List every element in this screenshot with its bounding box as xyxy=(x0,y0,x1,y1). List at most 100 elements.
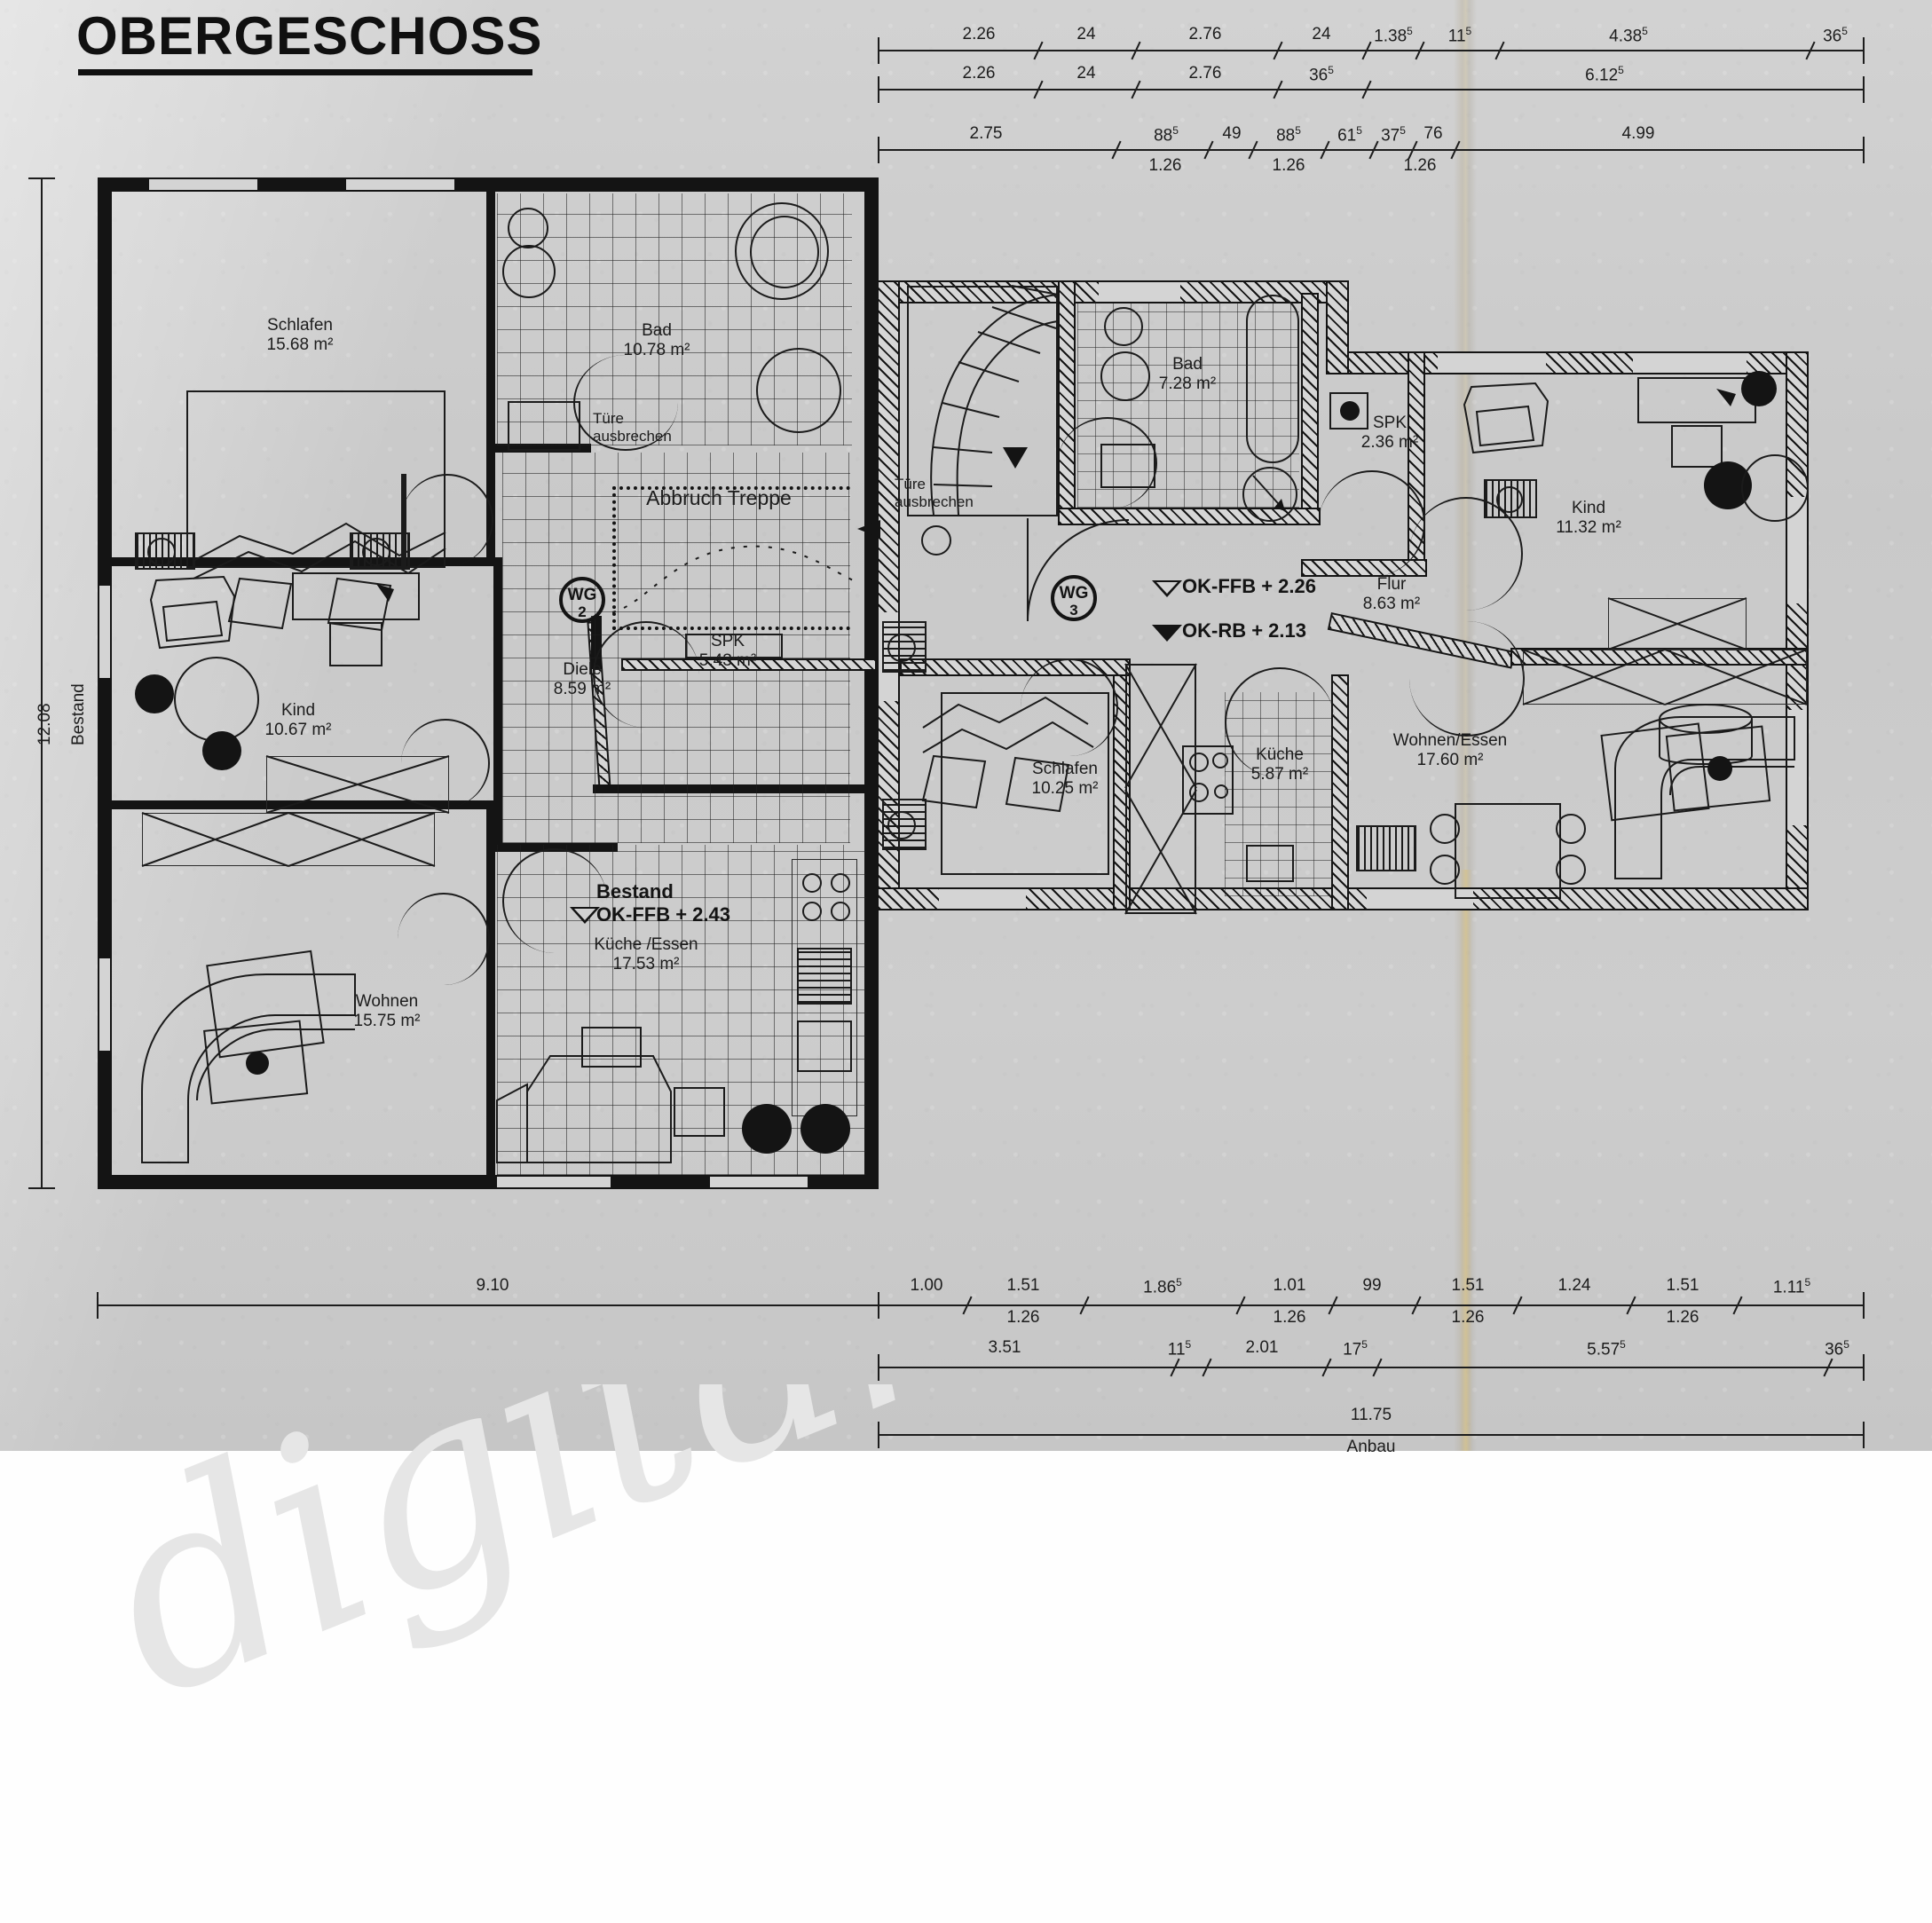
left-dimension-value: 12.08 xyxy=(35,703,54,745)
hob-right-d xyxy=(1214,784,1228,799)
demolition-stair-line-top xyxy=(612,486,850,490)
sofa-wohnen-left xyxy=(141,973,356,1163)
annotation-line-2: ausbrechen xyxy=(593,428,672,445)
annotation-line-1: Türe xyxy=(895,476,926,493)
partition-kueche-right-w xyxy=(1331,674,1349,910)
room-label-bad-left: Bad 10.78 m² xyxy=(568,321,745,361)
bottom-dim2-0: 3.51 xyxy=(988,1338,1021,1357)
bottom-dim1-sub-2: 1.26 xyxy=(1451,1308,1485,1327)
bottom-dim1-sub-1: 1.26 xyxy=(1273,1308,1306,1327)
top-dim1-3: 24 xyxy=(1312,25,1331,43)
washbasin-bad-mid xyxy=(1100,351,1150,401)
annotation-line-1: Türe xyxy=(593,410,624,427)
vanity-bad-left xyxy=(508,401,580,451)
sink-kueche-essen xyxy=(797,1021,852,1072)
top-dim1-5: 115 xyxy=(1447,25,1472,46)
hob-kueche-right xyxy=(1182,745,1234,815)
window-left-west-b xyxy=(98,958,112,1051)
partition-wohnen-east xyxy=(486,800,495,1189)
window-left-bottom-b xyxy=(710,1175,808,1189)
anbau-label: Anbau xyxy=(1346,1438,1396,1456)
top-dim1-4: 1.385 xyxy=(1374,25,1413,46)
bottom-dim2-3: 175 xyxy=(1343,1338,1368,1359)
bottom-dim2-4: 5.575 xyxy=(1587,1338,1626,1359)
window-left-top-b xyxy=(346,177,454,192)
room-area: 10.67 m² xyxy=(264,721,332,740)
top-dim1-6: 4.385 xyxy=(1609,25,1648,46)
kueche-right-tiles xyxy=(1225,692,1331,896)
stool-kind-left-b xyxy=(202,731,241,770)
stool-kueche-b xyxy=(800,1104,850,1154)
bestand-ok-ffb: OK-FFB + 2.43 xyxy=(596,903,730,926)
door-kueche-essen xyxy=(502,848,607,953)
top-dim3-5: 375 xyxy=(1381,124,1406,146)
stair-tread-left xyxy=(685,634,783,658)
door-flur-wohnen-essen xyxy=(1409,621,1525,737)
ok-rb-triangle xyxy=(1152,625,1182,642)
room-label-kueche-right: Küche 5.87 m² xyxy=(1218,745,1342,785)
top-dim1-1: 24 xyxy=(1076,25,1096,43)
top-dim1-0: 2.26 xyxy=(962,25,996,43)
badge-number: 2 xyxy=(578,603,587,620)
door-flur-kind-right xyxy=(1409,497,1523,611)
room-name: Küche /Essen xyxy=(594,935,698,954)
room-label-flur-right: Flur 8.63 m² xyxy=(1321,575,1463,615)
sofa-wohnen-essen xyxy=(1614,716,1795,879)
room-label-kind-right: Kind 11.32 m² xyxy=(1509,499,1668,539)
room-area: 10.25 m² xyxy=(1031,779,1099,799)
top-dim1-2: 2.76 xyxy=(1188,25,1222,43)
room-area: 17.53 m² xyxy=(612,955,680,974)
demolition-stair-line-bottom xyxy=(612,627,850,630)
tub-detail-left xyxy=(750,216,819,288)
room-label-schlafen-left: Schlafen 15.68 m² xyxy=(193,316,406,356)
window-left-bottom-a xyxy=(497,1175,611,1189)
room-area: 15.75 m² xyxy=(353,1012,421,1031)
bed-linen-schlafen-mid xyxy=(921,696,1094,813)
bottom-dim1-6: 1.24 xyxy=(1557,1276,1591,1295)
white-margin xyxy=(0,1451,1932,1923)
annotation-tuere-ausbrechen-1: Türe ausbrechen xyxy=(593,410,717,445)
window-anbau-north-c xyxy=(1633,351,1747,374)
top-dim3-sub-1: 1.26 xyxy=(1272,156,1305,175)
door-leaf-schlafen-left xyxy=(401,474,406,566)
top-dim1-7: 365 xyxy=(1823,25,1848,46)
exterior-wall-left-east xyxy=(864,177,879,1189)
bestand-label: Bestand xyxy=(596,880,674,902)
top-dim3-1: 885 xyxy=(1154,124,1179,146)
room-label-wohnen-essen: Wohnen/Essen 17.60 m² xyxy=(1335,731,1565,771)
wc-bad-left xyxy=(508,208,548,248)
page-title: OBERGESCHOSS xyxy=(76,6,543,66)
radiator-knob-mid-a xyxy=(887,634,916,662)
radiator-knob-mid-b xyxy=(887,811,916,839)
bottom-dim1-7: 1.51 xyxy=(1666,1276,1699,1295)
room-label-schlafen-mid: Schlafen 10.25 m² xyxy=(985,760,1145,800)
room-name: Wohnen/Essen xyxy=(1392,731,1508,750)
room-area: 17.60 m² xyxy=(1416,751,1484,770)
ok-ffb-triangle xyxy=(1152,580,1182,597)
hob-burner-b xyxy=(831,873,850,893)
room-label-bad-mid: Bad 7.28 m² xyxy=(1116,355,1258,395)
radiator-knob-kind-right xyxy=(1496,486,1523,513)
demolition-stair-curve xyxy=(611,545,858,613)
room-label-kind-left: Kind 10.67 m² xyxy=(209,701,387,741)
column-stair-anbau xyxy=(921,525,951,556)
bed-schlafen-mid xyxy=(941,692,1109,875)
entrance-door-anbau xyxy=(1027,518,1130,622)
room-name: Wohnen xyxy=(355,992,419,1011)
exterior-wall-left-west xyxy=(98,177,112,1189)
switch-dot-spk-mid xyxy=(1340,401,1360,421)
door-bad-left xyxy=(573,355,678,451)
hob-burner-c xyxy=(802,902,822,921)
bottom-dim1-0: 1.00 xyxy=(910,1276,943,1295)
top-dim3-0: 2.75 xyxy=(969,124,1003,143)
demolition-stair-line-left xyxy=(612,486,616,630)
bottom-dim2-1: 115 xyxy=(1167,1338,1192,1359)
lamp-kind-right xyxy=(1741,371,1777,406)
badge-wg3: WG 3 xyxy=(1051,575,1097,621)
room-area: 2.36 m² xyxy=(1360,433,1419,453)
top-dim3-3: 885 xyxy=(1276,124,1301,146)
room-area: 5.43 m² xyxy=(698,651,757,671)
room-name: SPK xyxy=(710,632,745,650)
radiator-knob-a xyxy=(147,538,176,566)
coffee-table-wohnen-left xyxy=(203,1020,309,1105)
